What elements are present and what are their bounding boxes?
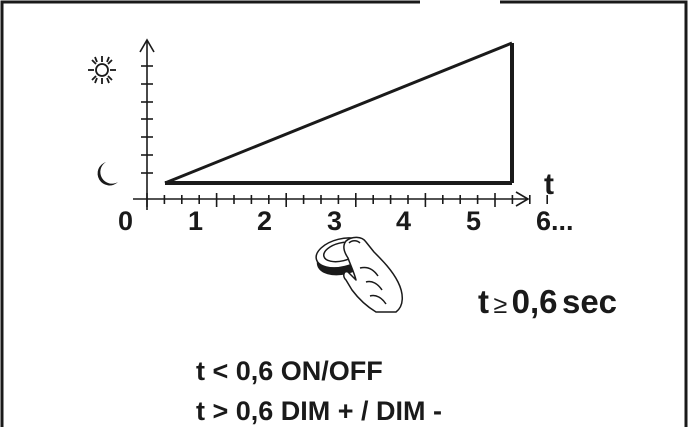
x-tick-label-0: 0	[118, 208, 133, 235]
x-tick-label-2: 2	[257, 208, 272, 235]
y-axis	[140, 40, 154, 210]
x-tick-label-6: 6...	[536, 208, 574, 235]
x-tick-label-4: 4	[396, 208, 411, 235]
x-tick-label-1: 1	[188, 208, 203, 235]
hold-time-symbol: ≥	[493, 291, 507, 319]
x-axis-ticks	[147, 193, 547, 207]
x-tick-label-5: 5	[466, 208, 481, 235]
x-axis	[133, 192, 528, 206]
x-tick-label-3: 3	[327, 208, 342, 235]
hold-time-var: t	[478, 283, 489, 320]
moon-icon	[98, 162, 118, 185]
hold-time-unit: sec	[562, 283, 617, 320]
hold-time-value: 0,6	[512, 283, 558, 320]
finger-press-icon	[313, 233, 402, 312]
rule-dim: t > 0,6 DIM + / DIM -	[196, 398, 442, 425]
hold-time-label: t ≥ 0,6 sec	[478, 285, 617, 318]
rule-on-off: t < 0,6 ON/OFF	[196, 358, 383, 385]
x-axis-label: t	[544, 170, 554, 200]
sun-icon	[88, 56, 116, 84]
